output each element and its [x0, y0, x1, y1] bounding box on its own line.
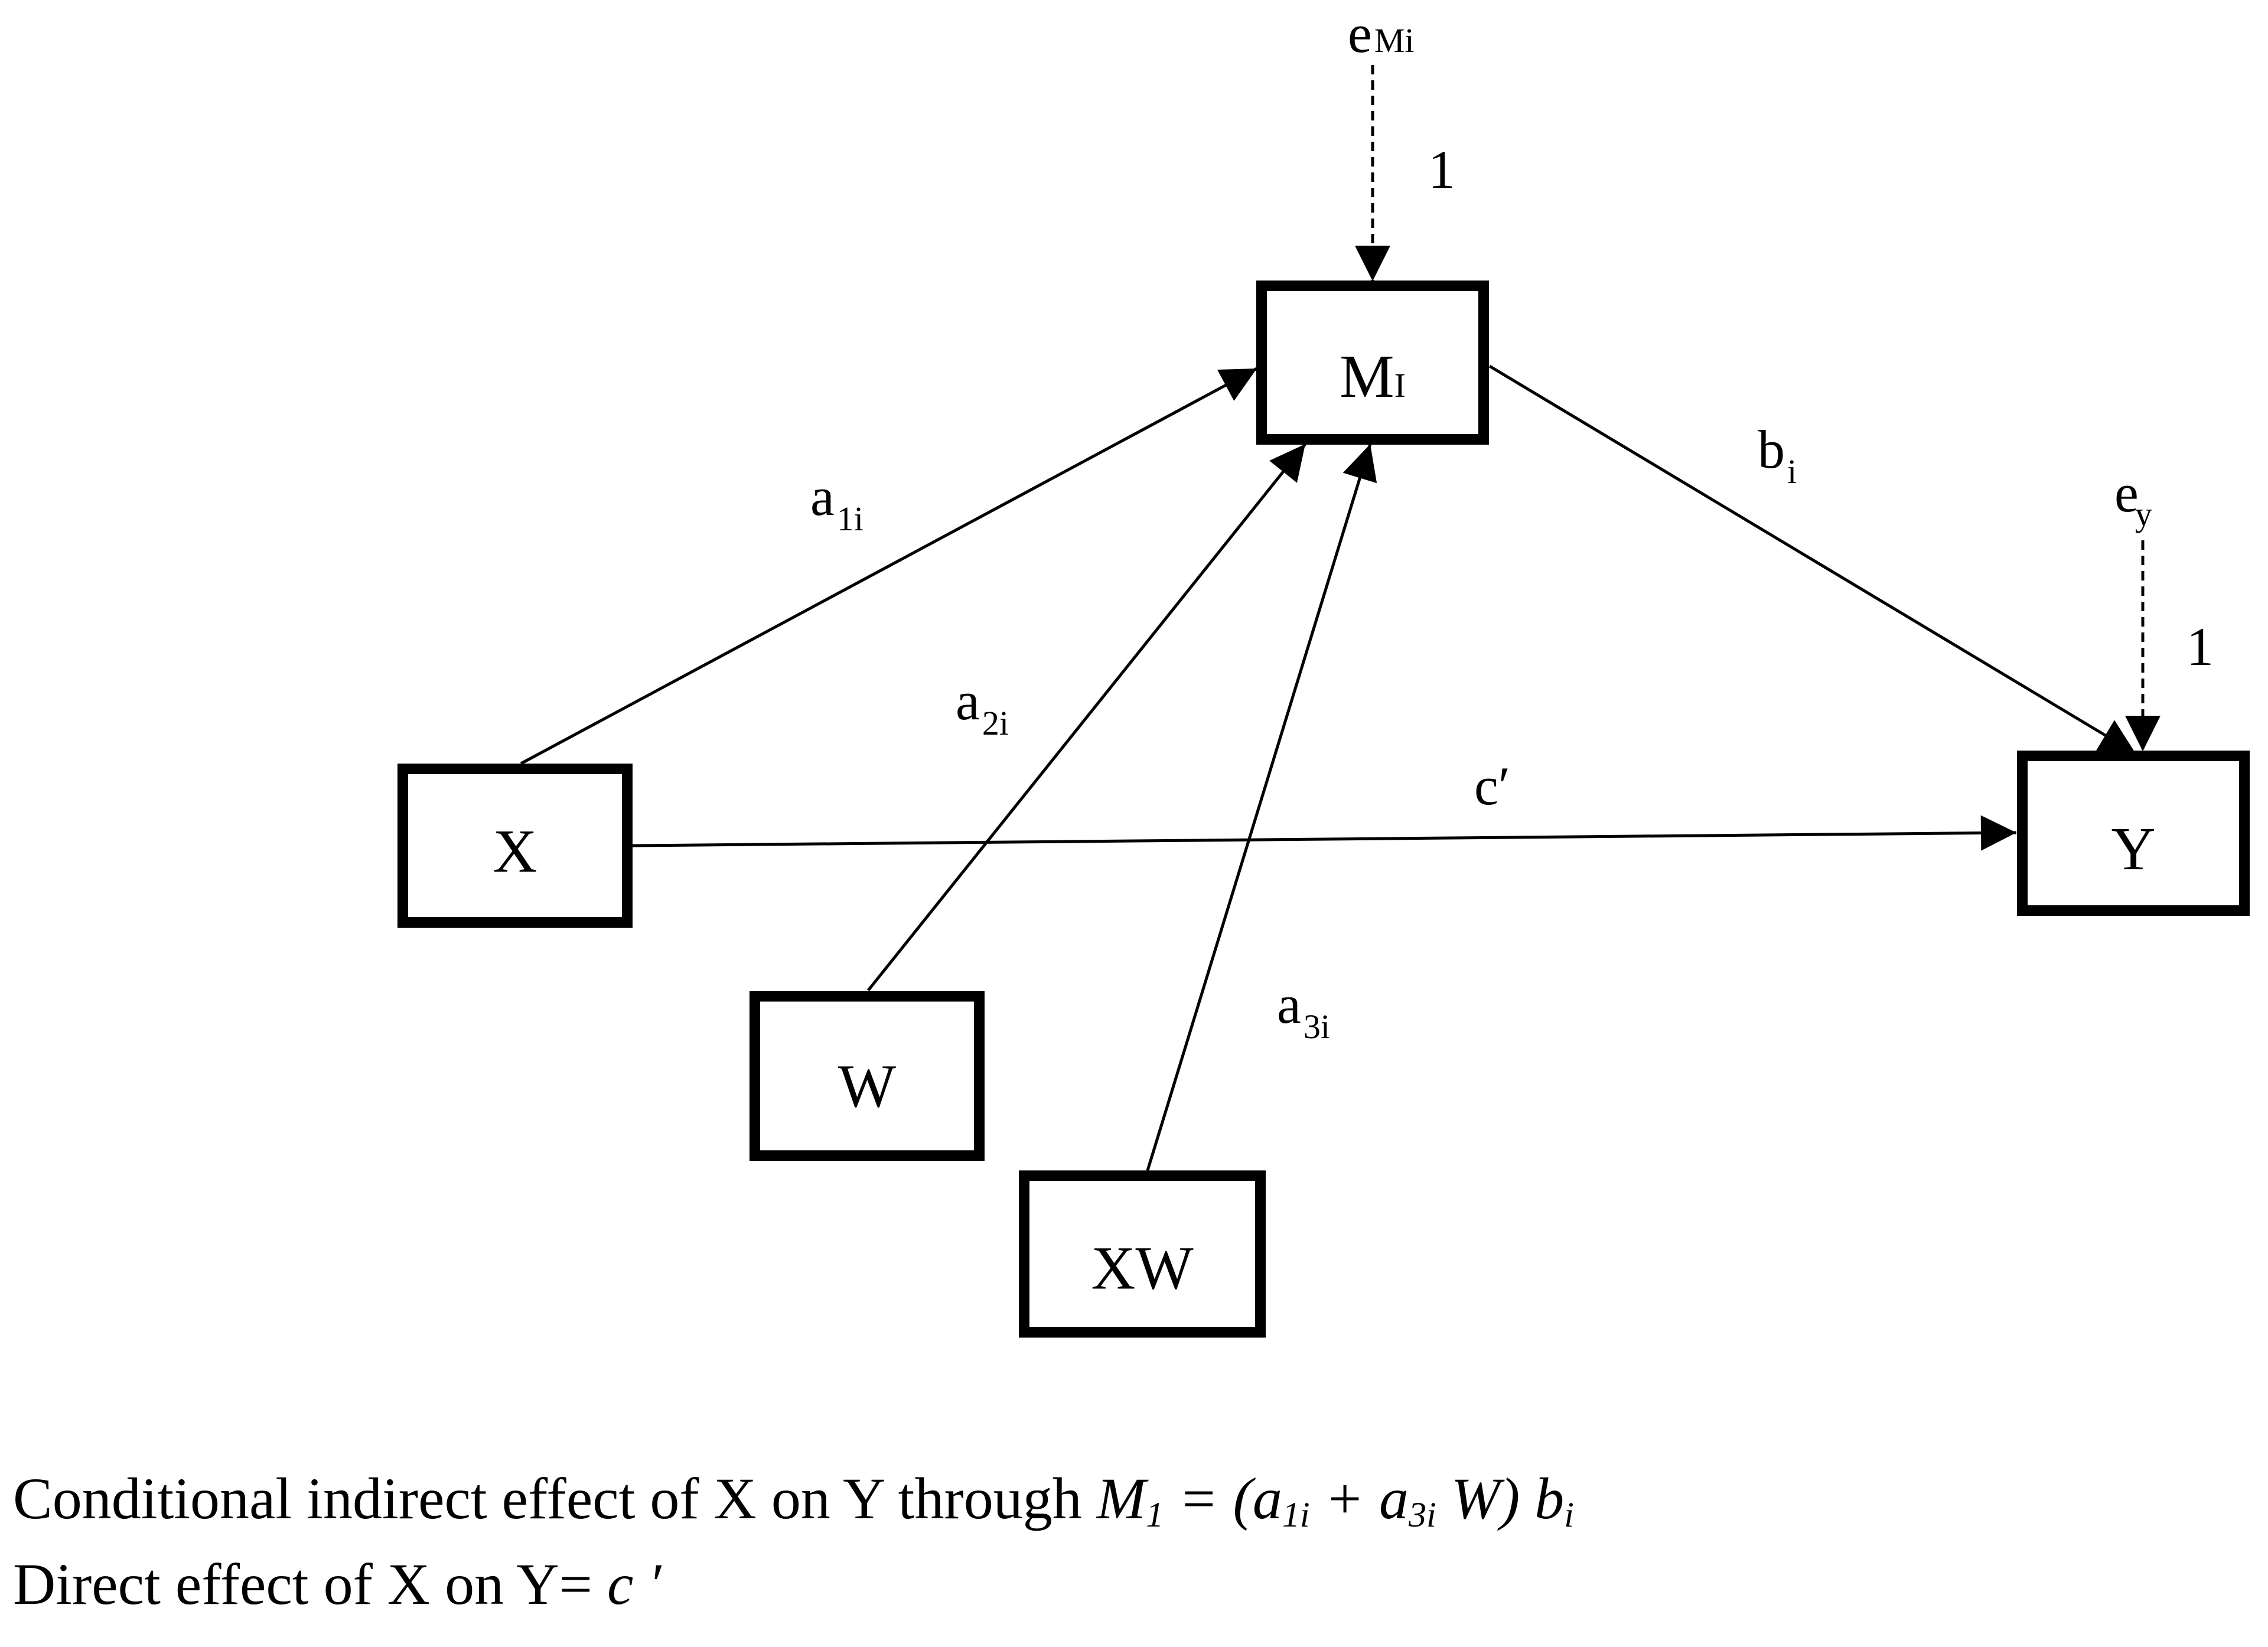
node-m-base: M	[1340, 343, 1394, 410]
path-a1-arrow	[520, 367, 1258, 765]
path-a1-sub: 1i	[837, 500, 863, 538]
error-y-base: e	[2114, 463, 2139, 523]
error-y-sub: y	[2135, 495, 2152, 533]
path-a1-label: a1i	[810, 467, 863, 538]
formula-indirect-a1-sub: 1i	[1282, 1495, 1310, 1534]
error-m-base: e	[1348, 4, 1372, 64]
formula-indirect-b-sub: i	[1564, 1495, 1574, 1534]
formula-indirect-effect: Conditional indirect effect of X on Y th…	[13, 1465, 1574, 1535]
node-w-label: W	[838, 1052, 896, 1120]
node-y-label: Y	[2111, 815, 2155, 883]
formula-indirect-m: M	[1096, 1466, 1146, 1531]
node-xw-box	[1019, 1170, 1266, 1338]
node-x-box	[397, 764, 633, 928]
path-a2-label: a2i	[956, 671, 1009, 742]
formula-direct-effect: Direct effect of X on Y= c ′	[13, 1550, 661, 1618]
path-a2-sub: 2i	[982, 704, 1009, 742]
node-y-box	[2017, 751, 2250, 916]
node-m-box	[1256, 281, 1489, 445]
formula-direct-prefix: Direct effect of X on Y=	[13, 1551, 608, 1617]
path-b-label: bi	[1758, 419, 1797, 491]
path-b-base: b	[1758, 419, 1785, 480]
path-b-sub: i	[1787, 452, 1797, 491]
path-b-arrow	[1488, 364, 2137, 755]
formula-indirect-plus: + a	[1309, 1466, 1409, 1531]
node-xw-label: XW	[1091, 1234, 1193, 1302]
error-y-label: ey	[2114, 463, 2152, 533]
path-c-label: c′	[1474, 756, 1510, 816]
error-y-weight: 1	[2186, 617, 2214, 677]
formula-indirect-m-sub: 1	[1146, 1495, 1164, 1534]
error-m-weight: 1	[1428, 139, 1455, 200]
formula-indirect-prefix: Conditional indirect effect of X on Y th…	[13, 1466, 1097, 1531]
node-x-label: X	[493, 817, 537, 885]
error-m-sub: Mi	[1374, 21, 1415, 60]
path-c-arrow	[632, 815, 2017, 851]
path-a1-base: a	[810, 467, 835, 527]
path-a3-arrow	[1146, 443, 1377, 1171]
formula-indirect-w: W) b	[1436, 1466, 1565, 1531]
node-m-sub: I	[1394, 366, 1406, 405]
path-a3-base: a	[1277, 974, 1301, 1035]
path-a2-base: a	[956, 671, 980, 731]
path-a3-sub: 3i	[1304, 1007, 1330, 1046]
error-m-label: eMi	[1348, 4, 1415, 64]
path-a2-arrow	[867, 443, 1306, 992]
path-a3-label: a3i	[1277, 974, 1330, 1046]
formula-direct-c: c ′	[607, 1551, 662, 1617]
node-m-label: MI	[1340, 343, 1406, 410]
formula-indirect-eq: = (a	[1164, 1466, 1282, 1531]
formula-indirect-a3-sub: 3i	[1409, 1495, 1436, 1534]
node-w-box	[750, 991, 985, 1161]
